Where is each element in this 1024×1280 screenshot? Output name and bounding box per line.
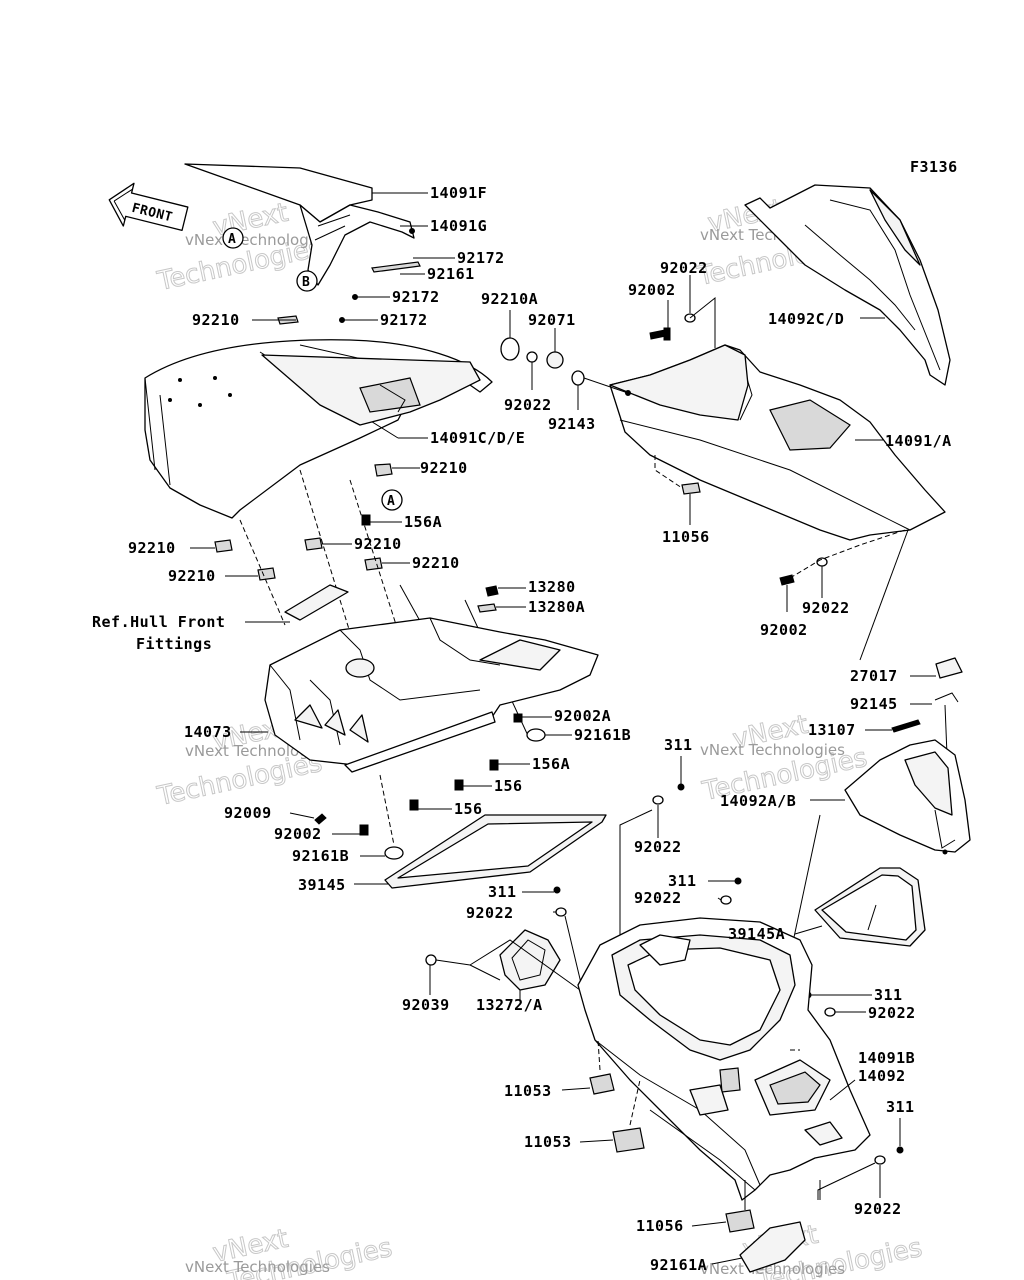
callout-14091b: 14091B [858, 1049, 915, 1067]
callout-92022: 92022 [634, 889, 682, 907]
seal-39145a-part [814, 867, 926, 947]
callout-92071: 92071 [528, 311, 576, 329]
pad-27017-part [935, 657, 963, 679]
callout-11053: 11053 [504, 1082, 552, 1100]
marker-a-label-lower: A [387, 494, 395, 509]
callout-92161b: 92161B [292, 847, 349, 865]
callout-311: 311 [874, 986, 903, 1004]
nut-311-icon [553, 886, 561, 894]
marker-a-circle-lower [381, 489, 403, 511]
callout-14091a: 14091/A [885, 432, 952, 450]
callout-92210a: 92210A [481, 290, 538, 308]
cover-14092ab-part [844, 739, 971, 855]
bracket-13272a-part [499, 929, 561, 991]
callout-92161: 92161 [427, 265, 475, 283]
plate-ref-hull-part [284, 584, 349, 621]
callout-92002: 92002 [274, 825, 322, 843]
body-14091b-part [577, 917, 871, 1201]
callout-92161b: 92161B [574, 726, 631, 744]
callout-14092: 14092 [858, 1067, 906, 1085]
callout-92143: 92143 [548, 415, 596, 433]
callout-156a: 156A [532, 755, 570, 773]
callout-92210: 92210 [354, 535, 402, 553]
callout-92039: 92039 [402, 996, 450, 1014]
callout-92022: 92022 [854, 1200, 902, 1218]
callout-92022: 92022 [466, 904, 514, 922]
frame-14073-part [264, 617, 599, 773]
callout-14091cde: 14091C/D/E [430, 429, 525, 447]
reference-note-line2: Fittings [136, 635, 212, 653]
callout-39145a: 39145A [728, 925, 785, 943]
marker-a-label: A [228, 232, 236, 247]
nut-311-icon [677, 783, 685, 791]
callout-92145: 92145 [850, 695, 898, 713]
callout-11056: 11056 [636, 1217, 684, 1235]
reference-note-line1: Ref.Hull Front [92, 613, 225, 631]
seal-39145-part [384, 814, 607, 889]
callout-14092ab: 14092A/B [720, 792, 796, 810]
figure-code: F3136 [910, 158, 958, 176]
callout-13272a: 13272/A [476, 996, 543, 1014]
marker-b-circle [296, 270, 318, 292]
side-panel-14091a-part [609, 344, 946, 541]
callout-14092cd: 14092C/D [768, 310, 844, 328]
callout-14091f: 14091F [430, 184, 487, 202]
callout-92022: 92022 [802, 599, 850, 617]
watermark-vnext-technologies: vNext Technologies [185, 1258, 330, 1276]
callout-labels: 14091F 14091G 92172 92161 92172 92172 92… [128, 184, 952, 1274]
callout-92210: 92210 [168, 567, 216, 585]
callout-27017: 27017 [850, 667, 898, 685]
callout-156: 156 [494, 777, 523, 795]
callout-156a: 156A [404, 513, 442, 531]
watermark-vnext-technologies: vNext Technologies [185, 231, 330, 249]
marker-b-label: B [302, 275, 310, 290]
callout-156: 156 [454, 800, 483, 818]
callout-14091g: 14091G [430, 217, 487, 235]
deck-cover-14091cde-part [144, 315, 493, 519]
callout-14073: 14073 [184, 723, 232, 741]
callout-92172: 92172 [457, 249, 505, 267]
callout-92022: 92022 [504, 396, 552, 414]
callout-13280a: 13280A [528, 598, 585, 616]
watermark-vnext-technologies: vNext Technologies [700, 741, 845, 759]
clip-92210-part [374, 463, 393, 477]
callout-92022: 92022 [660, 259, 708, 277]
callout-13280: 13280 [528, 578, 576, 596]
cover-14092cd-part [744, 184, 951, 386]
callout-92022: 92022 [634, 838, 682, 856]
callout-311: 311 [668, 872, 697, 890]
callout-92210: 92210 [412, 554, 460, 572]
bumper-92161a-part [739, 1221, 806, 1273]
marker-a-circle [222, 227, 244, 249]
callout-92210: 92210 [420, 459, 468, 477]
callout-311: 311 [488, 883, 517, 901]
callout-92002: 92002 [628, 281, 676, 299]
callout-92002: 92002 [760, 621, 808, 639]
callout-311: 311 [664, 736, 693, 754]
callout-92009: 92009 [224, 804, 272, 822]
callout-13107: 13107 [808, 721, 856, 739]
callout-311: 311 [886, 1098, 915, 1116]
front-arrow-icon: FRONT [108, 182, 189, 232]
nut-311-icon [896, 1146, 904, 1154]
callout-92172: 92172 [392, 288, 440, 306]
callout-92210: 92210 [192, 311, 240, 329]
watermark-vnext-technologies: vNext Technologies [700, 1260, 845, 1278]
callout-92002a: 92002A [554, 707, 611, 725]
callout-11056: 11056 [662, 528, 710, 546]
callout-39145: 39145 [298, 876, 346, 894]
nut-311-icon [734, 877, 742, 885]
callout-92210: 92210 [128, 539, 176, 557]
callout-92161a: 92161A [650, 1256, 707, 1274]
callout-92022: 92022 [868, 1004, 916, 1022]
callout-92172: 92172 [380, 311, 428, 329]
callout-11053: 11053 [524, 1133, 572, 1151]
cover-14091f-part [184, 163, 421, 323]
